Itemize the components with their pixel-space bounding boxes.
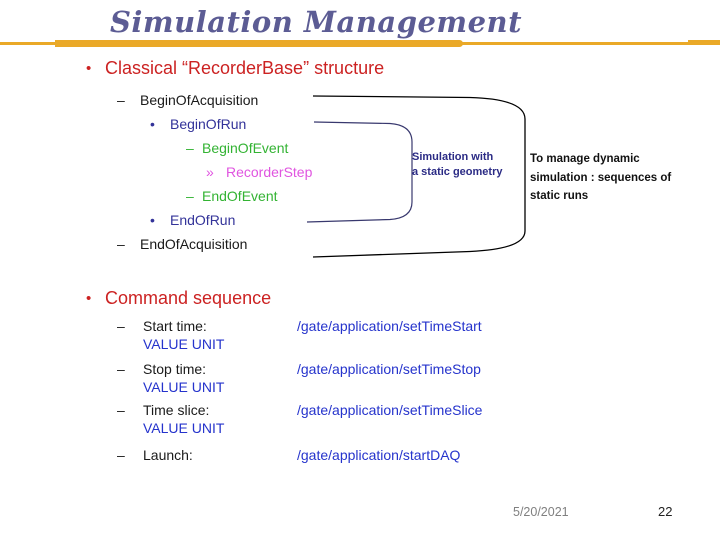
recorder-section-heading: • Classical “RecorderBase” structure (86, 58, 384, 79)
list-item: –BeginOfEvent (0, 136, 420, 160)
dash-marker-icon: – (186, 188, 194, 204)
command-heading-text: Command sequence (105, 288, 272, 308)
command-path: /gate/application/setTimeStop (297, 361, 481, 377)
list-item: –EndOfEvent (0, 184, 420, 208)
annotation-line: simulation : sequences of (530, 171, 672, 184)
command-section-heading: • Command sequence (86, 288, 271, 309)
command-value: VALUE UNIT (143, 336, 225, 352)
gold-divider-right-segment (688, 40, 720, 45)
dash-marker-icon: – (117, 361, 125, 377)
slide-date: 5/20/2021 (513, 505, 569, 519)
gold-divider-thick-segment (55, 40, 463, 47)
list-item: »RecorderStep (0, 160, 420, 184)
command-value: VALUE UNIT (143, 420, 225, 436)
bullet-icon: • (86, 60, 92, 77)
dynamic-simulation-annotation: To manage dynamic simulation : sequences… (530, 150, 671, 206)
command-path: /gate/application/setTimeStart (297, 318, 482, 334)
chevron-marker-icon: » (206, 164, 214, 180)
recorder-call-list: –BeginOfAcquisition •BeginOfRun –BeginOf… (0, 88, 420, 256)
annotation-line: a static geometry (412, 166, 503, 178)
command-path: /gate/application/startDAQ (297, 447, 461, 463)
bullet-marker-icon: • (150, 212, 155, 228)
list-item: •BeginOfRun (0, 112, 420, 136)
command-label: Stop time: (143, 361, 207, 377)
command-label: Launch: (143, 447, 193, 463)
static-geometry-annotation: Simulation with a static geometry (412, 150, 502, 180)
dash-marker-icon: – (186, 140, 194, 156)
list-item: –BeginOfAcquisition (0, 88, 420, 112)
dash-marker-icon: – (117, 318, 125, 334)
dash-marker-icon: – (117, 402, 125, 418)
command-label: Time slice: (143, 402, 210, 418)
bullet-marker-icon: • (150, 116, 155, 132)
bracket-shapes (306, 95, 526, 258)
inner-bracket-shape (306, 121, 413, 223)
command-label: Start time: (143, 318, 207, 334)
dash-marker-icon: – (117, 236, 125, 252)
command-value: VALUE UNIT (143, 379, 225, 395)
slide-page-number: 22 (658, 504, 673, 519)
bullet-icon: • (86, 290, 92, 307)
annotation-line: Simulation with (412, 151, 494, 163)
annotation-line: static runs (530, 190, 589, 202)
list-item: •EndOfRun (0, 208, 420, 232)
list-item: –EndOfAcquisition (0, 232, 420, 256)
recorder-heading-text: Classical “RecorderBase” structure (105, 58, 385, 78)
slide-title: Simulation Management (109, 5, 523, 39)
dash-marker-icon: – (117, 447, 125, 463)
command-path: /gate/application/setTimeSlice (297, 402, 483, 418)
dash-marker-icon: – (117, 92, 125, 108)
outer-bracket-shape (312, 95, 526, 258)
annotation-line: To manage dynamic (530, 153, 640, 165)
